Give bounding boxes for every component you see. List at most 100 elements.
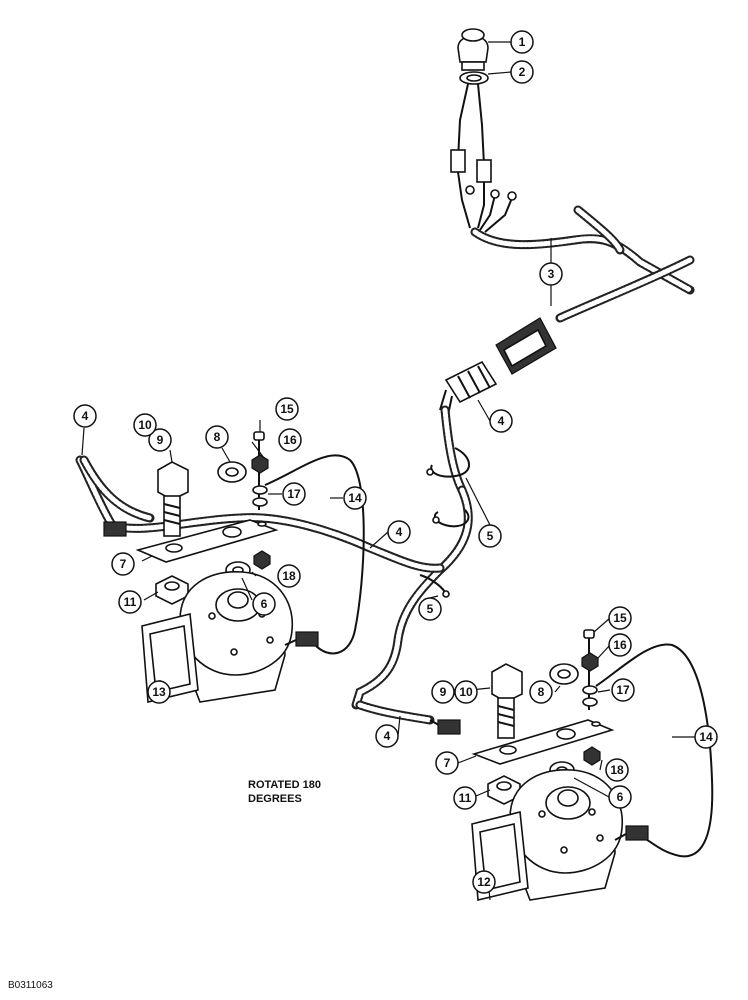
right-harness-plug: [437, 719, 461, 735]
callout-18: 18: [605, 758, 629, 782]
svg-text:7: 7: [444, 756, 451, 770]
connector-terminal: [450, 149, 466, 173]
svg-text:14: 14: [699, 730, 713, 744]
ring-terminal: [465, 185, 475, 195]
svg-text:18: 18: [610, 763, 624, 777]
left-bolt: [157, 461, 189, 537]
left-ring-17: [252, 485, 268, 507]
callout-6: 6: [608, 785, 632, 809]
right-ring-17: [582, 685, 598, 707]
callout-9: 9: [431, 680, 455, 704]
callout-2: 2: [510, 60, 534, 84]
svg-text:9: 9: [157, 433, 164, 447]
note-line-1: ROTATED 180: [248, 779, 321, 791]
callout-4: 4: [73, 404, 97, 428]
horn-harness: [75, 389, 473, 725]
svg-text:15: 15: [613, 611, 627, 625]
right-bracket: [471, 719, 615, 765]
svg-text:6: 6: [617, 790, 624, 804]
callout-17: 17: [282, 482, 306, 506]
note-line-2: DEGREES: [248, 793, 302, 805]
callout-4: 4: [489, 409, 513, 433]
svg-text:18: 18: [282, 569, 296, 583]
connector-terminal: [476, 159, 492, 183]
callout-15: 15: [275, 397, 299, 421]
svg-text:1: 1: [519, 35, 526, 49]
left-bracket: [135, 519, 279, 563]
callout-16: 16: [608, 633, 632, 657]
mating-connector: [444, 360, 498, 404]
right-horn-plug: [625, 825, 649, 841]
callout-14: 14: [694, 725, 718, 749]
ring-terminal: [507, 191, 517, 201]
left-horn-plug: [295, 631, 319, 647]
svg-text:17: 17: [287, 487, 301, 501]
callout-6: 6: [252, 592, 276, 616]
svg-text:3: 3: [548, 267, 555, 281]
callout-4: 4: [387, 520, 411, 544]
svg-text:11: 11: [459, 791, 472, 805]
callout-7: 7: [435, 751, 459, 775]
right-bolt: [491, 663, 523, 739]
callout-13: 13: [147, 680, 171, 704]
callout-1: 1: [510, 30, 534, 54]
svg-text:4: 4: [82, 409, 89, 423]
svg-text:5: 5: [487, 529, 494, 543]
svg-text:16: 16: [283, 433, 297, 447]
svg-text:2: 2: [519, 65, 526, 79]
right-washer-8: [549, 663, 579, 685]
svg-text:14: 14: [348, 491, 362, 505]
svg-text:7: 7: [120, 557, 127, 571]
svg-text:10: 10: [138, 418, 152, 432]
callout-10: 10: [454, 680, 478, 704]
left-harness-plug: [103, 521, 127, 537]
callout-10: 10: [133, 413, 157, 437]
callout-18: 18: [277, 564, 301, 588]
callout-8: 8: [205, 425, 229, 449]
grommet: [459, 71, 489, 85]
left-washer-8: [217, 461, 247, 483]
left-nut-11: [155, 575, 189, 605]
callout-17: 17: [611, 678, 635, 702]
callout-5: 5: [478, 524, 502, 548]
svg-text:16: 16: [613, 638, 627, 652]
right-nut-16: [581, 652, 599, 672]
callout-9: 9: [148, 428, 172, 452]
right-nut-11: [487, 775, 521, 805]
callout-16: 16: [278, 428, 302, 452]
figure-id: B0311063: [8, 980, 53, 991]
svg-text:10: 10: [459, 685, 473, 699]
svg-text:6: 6: [261, 597, 268, 611]
callout-4: 4: [375, 724, 399, 748]
svg-text:8: 8: [214, 430, 221, 444]
callout-11: 11: [118, 590, 142, 614]
svg-text:5: 5: [427, 602, 434, 616]
svg-text:4: 4: [498, 414, 505, 428]
callout-15: 15: [608, 606, 632, 630]
callout-14: 14: [343, 486, 367, 510]
callout-3: 3: [539, 262, 563, 286]
harness-connector: [495, 317, 557, 375]
svg-text:8: 8: [538, 685, 545, 699]
ring-terminal: [490, 189, 500, 199]
right-nut-18: [583, 746, 601, 766]
svg-text:11: 11: [124, 595, 137, 609]
callout-8: 8: [529, 680, 553, 704]
svg-text:4: 4: [384, 729, 391, 743]
main-harness: [470, 205, 695, 323]
svg-text:13: 13: [152, 685, 166, 699]
svg-text:9: 9: [440, 685, 447, 699]
callout-7: 7: [111, 552, 135, 576]
callout-11: 11: [453, 786, 477, 810]
left-nut-16: [251, 454, 269, 474]
svg-text:15: 15: [280, 402, 294, 416]
left-nut-18: [253, 550, 271, 570]
svg-text:17: 17: [616, 683, 630, 697]
svg-text:12: 12: [477, 875, 491, 889]
horn-switch: [457, 28, 489, 71]
callout-5: 5: [418, 597, 442, 621]
svg-text:4: 4: [396, 525, 403, 539]
callout-12: 12: [472, 870, 496, 894]
ground-lead: [419, 447, 470, 598]
